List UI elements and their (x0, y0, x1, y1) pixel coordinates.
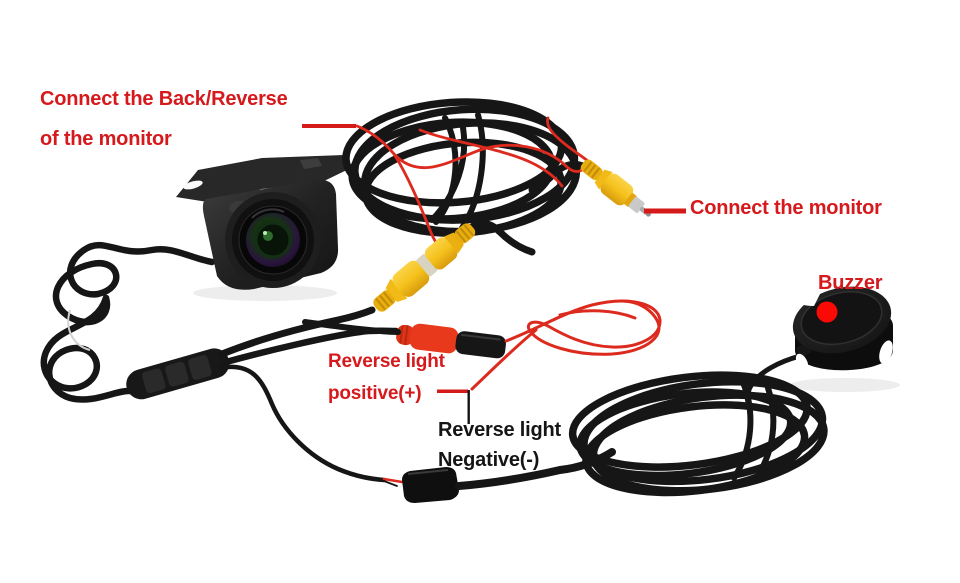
thin-lead-black-tip (383, 480, 398, 487)
camera-pigtail-cable (40, 241, 216, 403)
power-plug-highlight (407, 469, 449, 475)
buzzer-red-dot (816, 301, 838, 323)
lens-iris (254, 221, 292, 259)
power-connector-fin-lines (399, 325, 409, 346)
power-connector (302, 319, 507, 359)
coupler-cone-upper (444, 232, 464, 254)
bracket-notch (300, 158, 322, 169)
coil-to-buzzer-cable (744, 353, 803, 405)
buzzer-notch (800, 292, 820, 306)
label-buzzer: Buzzer (818, 272, 883, 294)
pointer-lines (302, 124, 686, 424)
plug-body (600, 173, 634, 206)
coil-exit-to-plug (528, 160, 587, 194)
coupler-tail-ridges (375, 291, 394, 311)
coil-wrap (429, 119, 468, 223)
thin-lead-red-tip (382, 477, 404, 484)
buzzer-cable-coil (568, 371, 828, 497)
plug-cone (594, 169, 613, 190)
label-reverse-positive-line2: positive(+) (328, 383, 422, 404)
label-reverse-negative-line2: Negative(-) (438, 449, 540, 471)
coil-wrap (459, 112, 486, 231)
red-coil-loop (527, 299, 661, 356)
power-connector-red-body (409, 323, 459, 354)
junction-ridge (165, 361, 189, 387)
pointer-back-reverse (302, 124, 356, 128)
label-reverse-positive-line1: Reverse light (328, 351, 445, 372)
cable-loop (52, 241, 216, 326)
junction-ridge (188, 355, 212, 380)
coil-wrap (731, 377, 754, 481)
coil-wrap (753, 385, 777, 481)
pointer-positive (437, 389, 468, 393)
power-connector-highlight (460, 333, 501, 341)
coil-exit-to-coupler (466, 220, 536, 256)
cable-to-coupler (218, 306, 376, 358)
video-coil-wraps (429, 112, 587, 256)
coil-loop (576, 388, 795, 480)
red-wire-strand (546, 116, 590, 163)
lens-reflection (251, 208, 285, 219)
bracket-slot (183, 180, 203, 190)
power-plug-head (402, 467, 459, 503)
reverse-light-wire-coil (470, 299, 662, 391)
buzzer-coil-wraps (731, 353, 803, 481)
rca-coupler (373, 223, 476, 312)
buzzer-shadow (790, 378, 900, 392)
junction-ridge (142, 368, 166, 394)
red-coil-loop (558, 309, 637, 320)
label-back-reverse-line2: of the monitor (40, 128, 172, 150)
label-back-reverse-line1: Connect the Back/Reverse (40, 88, 288, 110)
red-wire-strand (418, 128, 564, 188)
camera-shadow (193, 285, 337, 301)
coupler-body-upper (424, 237, 458, 270)
buzzer (790, 286, 900, 392)
cable-junction (126, 348, 230, 400)
plug-neck (623, 192, 637, 208)
coupler-tail-ridges (455, 224, 474, 243)
power-connector-left-cable (302, 319, 401, 335)
cable-loop (40, 294, 134, 403)
stray-wire (67, 309, 91, 351)
buzzer-notch (795, 353, 809, 371)
label-reverse-negative-line1: Reverse light (438, 419, 562, 441)
red-wire-to-label (470, 328, 538, 391)
rear-camera (176, 155, 353, 301)
thin-power-lead (217, 364, 387, 483)
label-connect-monitor: Connect the monitor (690, 197, 882, 219)
rca-plug-monitor (580, 159, 651, 217)
coupler-body-lower (392, 260, 430, 297)
coil-red-trigger-wire (355, 116, 590, 261)
lens-highlight (263, 231, 267, 235)
buzzer-notch (879, 340, 893, 364)
red-wire-strand (355, 124, 587, 173)
coupler-cone (385, 278, 408, 303)
plug-tail-ridges (583, 161, 601, 179)
pointer-negative (467, 390, 470, 424)
coil-wrap (433, 115, 459, 225)
coupler-silver-ring (416, 254, 438, 277)
pointer-monitor (644, 208, 686, 214)
